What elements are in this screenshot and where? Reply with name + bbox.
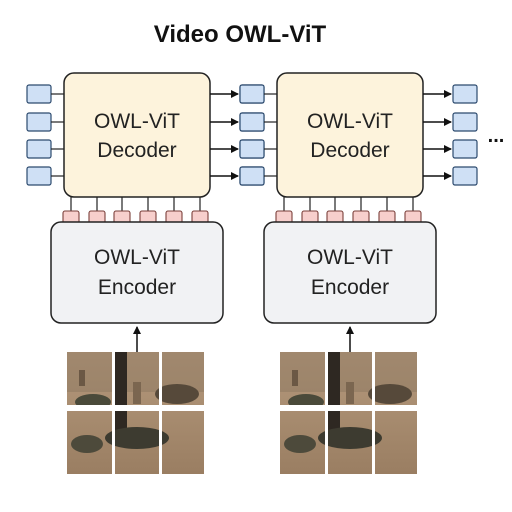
decoder-box [63,72,211,198]
rock [105,427,169,449]
patch-gap [325,352,328,474]
patch-gap [280,405,417,411]
input-query-token [26,112,52,132]
patch-gap [372,352,375,474]
input-query-token [239,112,265,132]
rock [71,435,103,453]
deer-figure [346,382,354,404]
video-frame-1 [67,352,204,474]
encoder-label: Encoder [98,276,176,299]
rock [368,384,412,404]
diagram-title: Video OWL-ViT [154,21,327,48]
decoder-label: OWL-ViT [307,110,393,133]
input-query-token [239,84,265,104]
input-query-token [26,166,52,186]
output-query-token [452,84,478,104]
encoder-label: OWL-ViT [94,246,180,269]
decoder-label: Decoder [310,139,389,162]
output-query-token [452,112,478,132]
patch-gap [67,405,204,411]
tree-trunk [326,352,340,440]
decoder-box [276,72,424,198]
encoder-box [50,221,224,324]
output-query-token [452,166,478,186]
decoder-label: OWL-ViT [94,110,180,133]
input-query-token [26,84,52,104]
deer-figure [133,382,141,404]
input-query-token [26,139,52,159]
rock [155,384,199,404]
encoder-label: Encoder [311,276,389,299]
continuation-ellipsis: ... [488,125,505,147]
output-query-token [452,139,478,159]
encoder-box [263,221,437,324]
patch-gap [159,352,162,474]
deer-figure [292,370,298,386]
input-query-token [239,166,265,186]
rock [284,435,316,453]
patch-gap [112,352,115,474]
encoder-label: OWL-ViT [307,246,393,269]
tree-trunk [113,352,127,440]
decoder-label: Decoder [97,139,176,162]
deer-figure [79,370,85,386]
rock [318,427,382,449]
input-query-token [239,139,265,159]
video-frame-2 [280,352,417,474]
